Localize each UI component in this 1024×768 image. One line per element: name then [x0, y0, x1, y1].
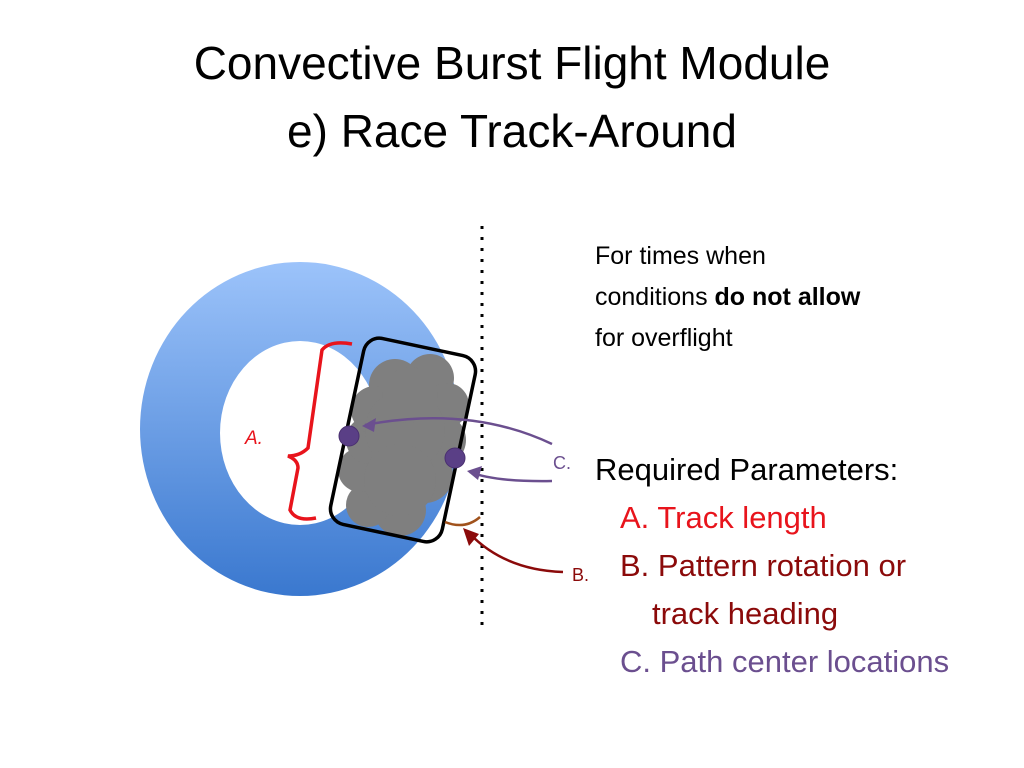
note-line2: conditions do not allow — [595, 277, 955, 318]
param-pattern-rotation: B. Pattern rotation or — [620, 548, 907, 583]
label-a: A. — [244, 428, 263, 449]
overflight-note: For times when conditions do not allow f… — [595, 236, 955, 359]
storm-cloud — [338, 354, 469, 536]
note-line2-prefix: conditions — [595, 283, 715, 311]
track-length-bracket — [287, 341, 353, 521]
path-center-point-1 — [338, 425, 360, 447]
param-path-center: C. Path center locations — [620, 644, 950, 679]
label-c: C. — [553, 453, 571, 473]
arrowhead-b — [463, 528, 479, 546]
arrowhead-c1 — [362, 418, 376, 432]
slide-title-line1: Convective Burst Flight Module — [193, 37, 831, 89]
required-parameters: Required Parameters: A. Track length B. … — [595, 446, 1015, 686]
arrowhead-c2 — [467, 466, 482, 480]
params-heading: Required Parameters: — [595, 452, 899, 487]
note-line2-bold: do not allow — [714, 283, 861, 311]
param-track-length: A. Track length — [620, 500, 827, 535]
label-b: B. — [572, 565, 589, 585]
heading-arc — [444, 516, 481, 527]
slide-title-line2: e) Race Track-Around — [287, 105, 737, 157]
note-line1: For times when — [595, 242, 766, 270]
param-track-heading: track heading — [652, 596, 839, 631]
path-center-point-2 — [444, 447, 466, 469]
pattern-rotation-arrow — [469, 533, 564, 574]
note-line3: for overflight — [595, 324, 733, 352]
